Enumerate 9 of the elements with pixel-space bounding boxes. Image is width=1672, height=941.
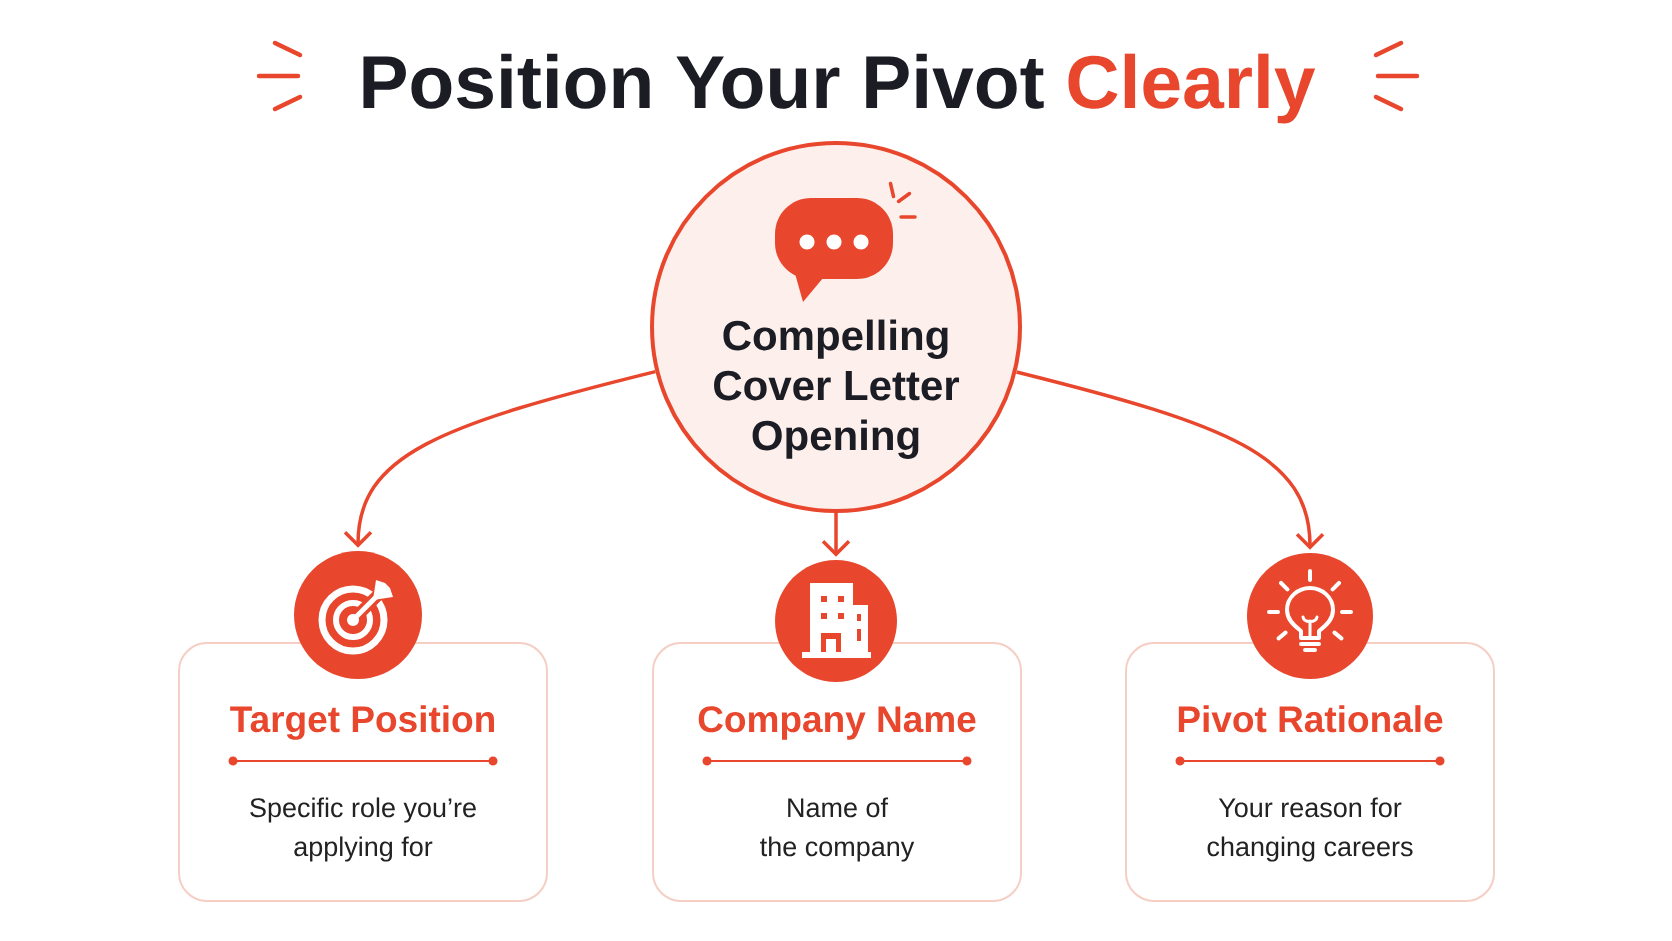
card-description: Name of the company (760, 797, 915, 862)
card-description: Your reason for changing careers (1207, 797, 1413, 862)
card-heading: Company Name (698, 706, 976, 740)
arrow (343, 369, 656, 548)
card-heading: Pivot Rationale (1178, 705, 1443, 733)
card-heading: Target Position (230, 705, 494, 740)
arrow (1016, 370, 1325, 550)
card-description: Specific role you’re applying for (250, 797, 476, 862)
title: Position Your Pivot Clearly (363, 53, 1316, 124)
